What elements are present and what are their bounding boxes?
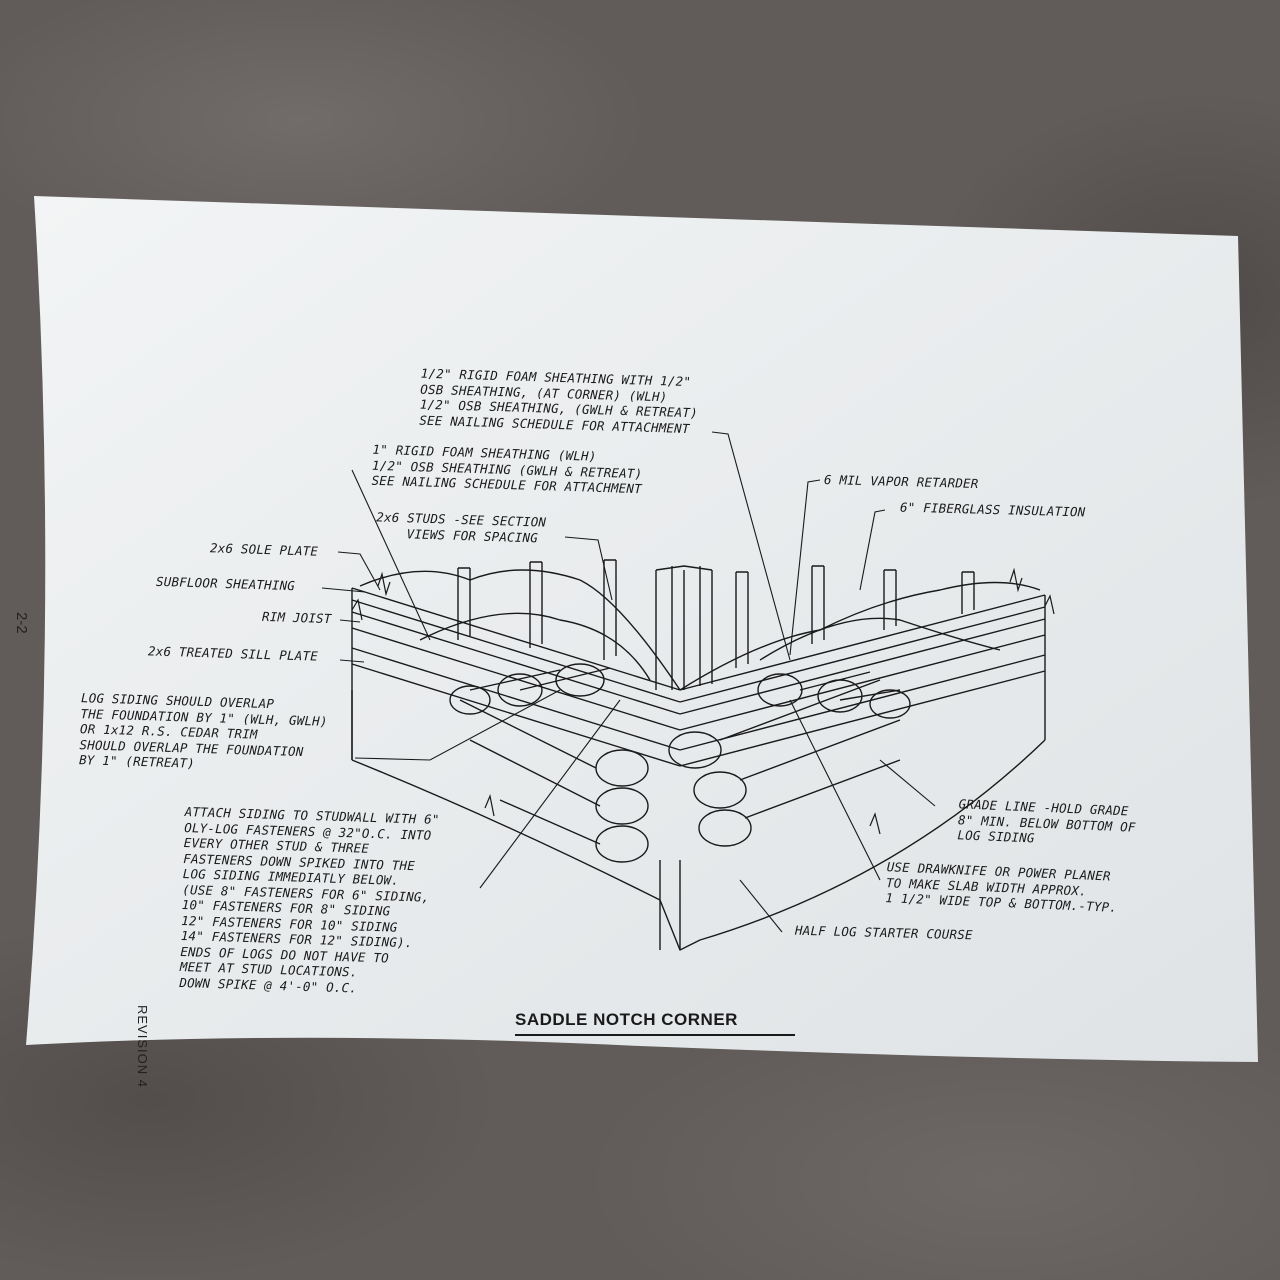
callout-attach-siding: ATTACH SIDING TO STUDWALL WITH 6" OLY-LO… xyxy=(179,804,440,996)
drawing-title: SADDLE NOTCH CORNER xyxy=(515,1010,795,1036)
callout-rigid-foam-half: 1/2" RIGID FOAM SHEATHING WITH 1/2" OSB … xyxy=(419,365,699,436)
callout-drawknife: USE DRAWKNIFE OR POWER PLANER TO MAKE SL… xyxy=(885,859,1118,915)
leader-lines xyxy=(321,431,936,933)
isometric-drawing xyxy=(351,559,1046,951)
callout-grade-line: GRADE LINE -HOLD GRADE 8" MIN. BELOW BOT… xyxy=(957,796,1136,846)
callout-rim-joist: RIM JOIST xyxy=(261,608,332,627)
callout-rigid-foam-one: 1" RIGID FOAM SHEATHING (WLH) 1/2" OSB S… xyxy=(371,441,643,497)
page-number: 2-2 xyxy=(13,612,30,634)
callout-studs: 2x6 STUDS -SEE SECTION VIEWS FOR SPACING xyxy=(375,509,547,545)
callout-log-overlap: LOG SIDING SHOULD OVERLAP THE FOUNDATION… xyxy=(78,690,328,771)
break-marks xyxy=(351,567,1055,835)
revision-label: REVISION 4 xyxy=(135,1005,150,1088)
